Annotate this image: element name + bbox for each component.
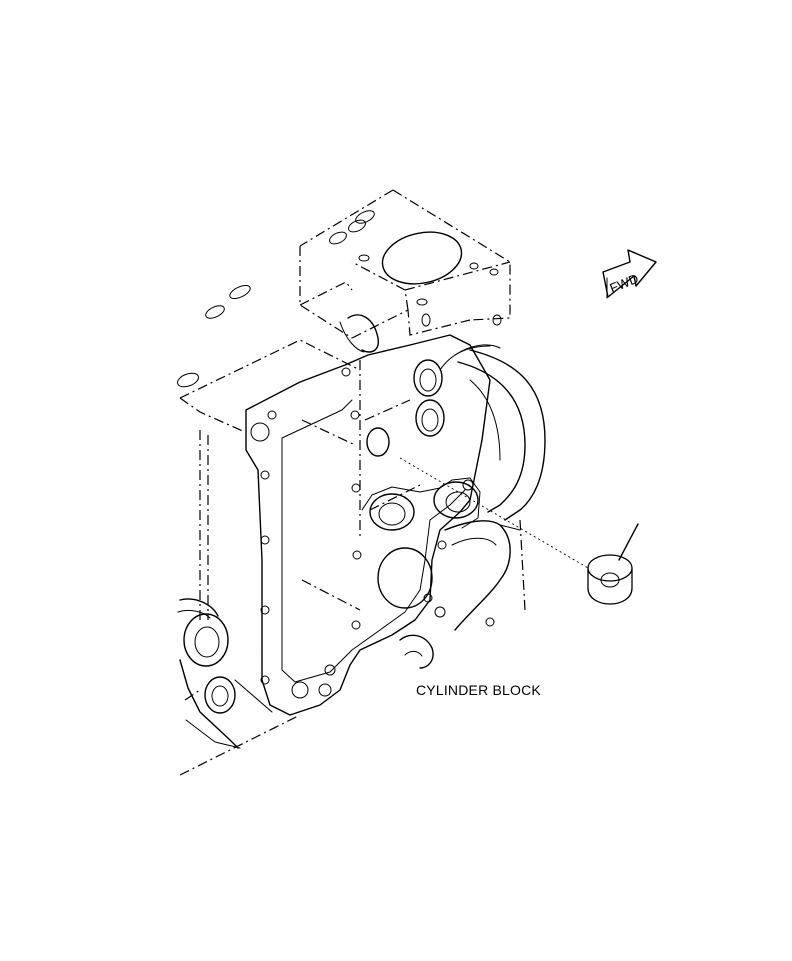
part-label: CYLINDER BLOCK [416, 682, 541, 698]
leader-line [399, 457, 596, 573]
front-plate [245, 334, 495, 716]
lower-left-bosses [177, 598, 434, 749]
forward-arrow-icon: FWD [602, 249, 657, 299]
top-deck-holes [176, 210, 502, 388]
direction-marker-label: FWD [608, 271, 641, 296]
plate-bores [361, 359, 481, 609]
cylinder-block-outline [179, 189, 526, 776]
water-pipe [339, 314, 546, 631]
plug-icon [587, 523, 639, 605]
